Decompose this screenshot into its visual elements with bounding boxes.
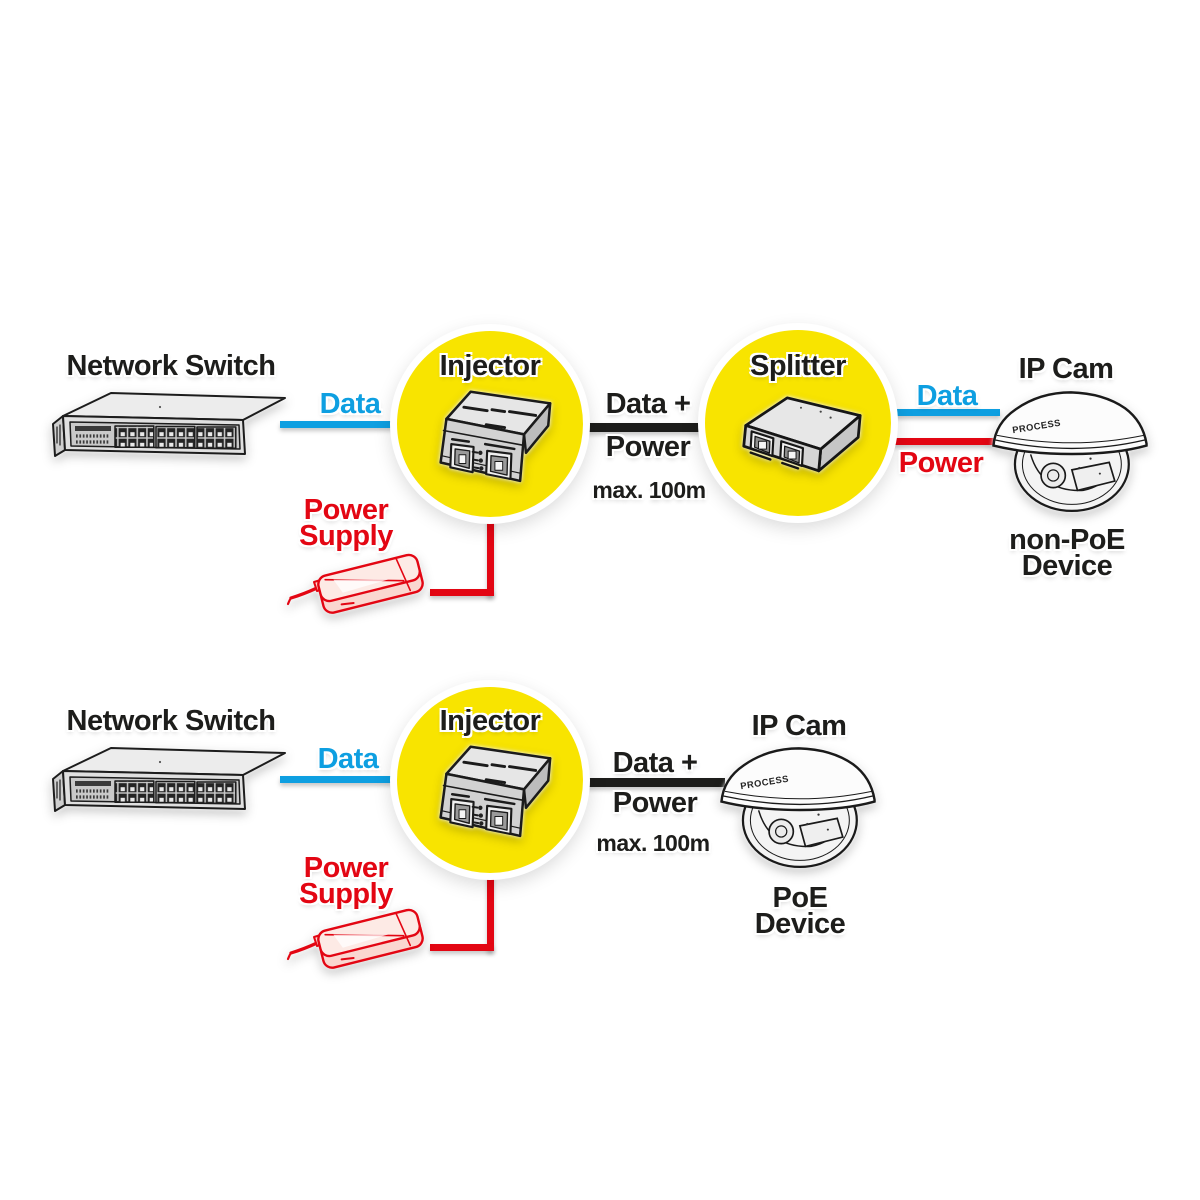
power-supply-line1: Power bbox=[303, 494, 389, 526]
network-switch-illustration bbox=[52, 392, 286, 457]
device-type-label: non-PoE Device bbox=[1009, 524, 1125, 582]
network-switch-label: Network Switch bbox=[66, 350, 276, 382]
data-label-camera: Data bbox=[916, 380, 978, 412]
data-line-switch-to-injector bbox=[280, 776, 406, 783]
ip-cam-label: IP Cam bbox=[751, 710, 847, 742]
ip-cam-label: IP Cam bbox=[1018, 353, 1114, 385]
power-supply-line2: Supply bbox=[299, 878, 393, 910]
network-switch-label: Network Switch bbox=[66, 705, 276, 737]
trunk-label-power: Power bbox=[605, 431, 691, 463]
data-label-switch: Data bbox=[319, 388, 381, 420]
power-supply-line1: Power bbox=[303, 852, 389, 884]
data-power-trunk-line bbox=[575, 423, 715, 432]
injector-label: Injector bbox=[439, 705, 541, 737]
splitter-illustration bbox=[742, 396, 862, 473]
trunk-label-power: Power bbox=[612, 787, 698, 819]
device-type-line2: Device bbox=[754, 908, 846, 940]
device-type-line1: PoE bbox=[772, 882, 828, 914]
max-length-label: max. 100m bbox=[592, 477, 706, 503]
injector-illustration bbox=[439, 745, 552, 838]
ip-camera-illustration: PROCESS bbox=[992, 391, 1148, 513]
device-type-label: PoE Device bbox=[754, 882, 846, 940]
power-supply-line-vertical bbox=[487, 514, 494, 596]
ip-camera-illustration: PROCESS bbox=[720, 747, 876, 869]
trunk-label-data: Data + bbox=[605, 388, 691, 420]
power-supply-line2: Supply bbox=[299, 520, 393, 552]
data-power-trunk-line bbox=[575, 778, 725, 787]
splitter-label: Splitter bbox=[750, 350, 846, 382]
data-label-switch: Data bbox=[317, 743, 379, 775]
data-line-splitter-to-cam bbox=[884, 409, 1000, 416]
power-line-splitter-to-cam bbox=[884, 438, 1000, 445]
power-supply-label: Power Supply bbox=[299, 494, 393, 552]
device-type-line1: non-PoE bbox=[1009, 524, 1125, 556]
power-supply-line-vertical bbox=[487, 869, 494, 951]
power-supply-line-horizontal bbox=[430, 944, 494, 951]
max-length-label: max. 100m bbox=[596, 830, 710, 856]
power-label-camera: Power bbox=[898, 447, 984, 479]
trunk-label-data: Data + bbox=[612, 747, 698, 779]
power-supply-label: Power Supply bbox=[299, 852, 393, 910]
power-supply-illustration bbox=[286, 553, 424, 614]
network-switch-illustration bbox=[52, 747, 286, 812]
device-type-line2: Device bbox=[1021, 550, 1113, 582]
data-line-switch-to-injector bbox=[280, 421, 406, 428]
injector-illustration bbox=[439, 390, 552, 483]
power-supply-line-horizontal bbox=[430, 589, 494, 596]
power-supply-illustration bbox=[286, 908, 424, 969]
injector-label: Injector bbox=[439, 350, 541, 382]
